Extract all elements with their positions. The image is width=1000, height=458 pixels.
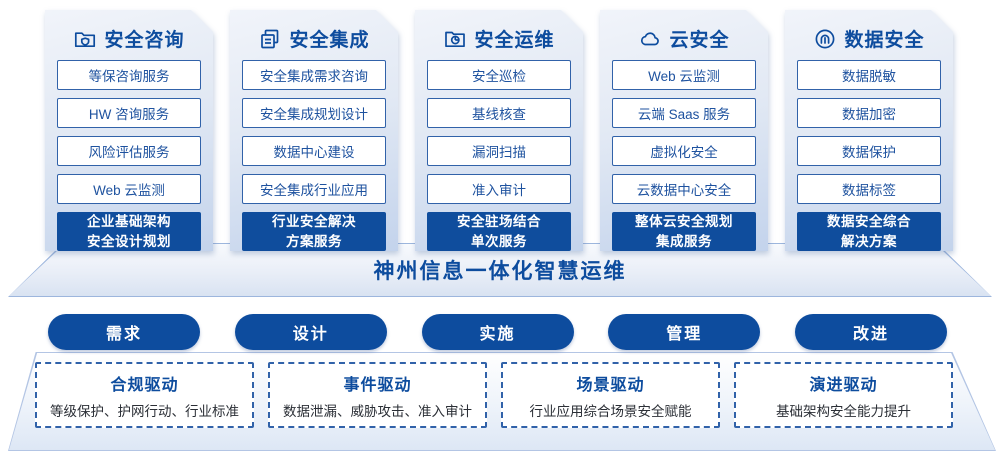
category-items: 安全集成需求咨询 安全集成规划设计 数据中心建设 安全集成行业应用 (230, 60, 398, 204)
driver-desc: 等级保护、护网行动、行业标准 (50, 403, 239, 419)
service-item: 等保咨询服务 (57, 60, 201, 90)
process-step-pill: 实施 (421, 314, 574, 350)
driver-box-scenario: 场景驱动 行业应用综合场景安全赋能 (501, 362, 720, 428)
footer-line: 数据安全综合 (827, 214, 911, 229)
category-title: 安全运维 (474, 30, 555, 51)
service-item: 数据中心建设 (242, 136, 386, 166)
footer-line: 安全设计规划 (87, 233, 171, 249)
category-footer-block: 安全驻场结合 单次服务 (427, 212, 571, 251)
driver-title: 事件驱动 (343, 376, 412, 394)
stacked-docs-icon (258, 27, 282, 51)
category-footer-block: 企业基础架构 安全设计规划 (57, 212, 201, 251)
process-steps: 需求 设计 实施 管理 改进 (48, 314, 947, 350)
category-card-security-consulting: 安全咨询 等保咨询服务 HW 咨询服务 风险评估服务 Web 云监测 企业基础架… (45, 10, 213, 251)
process-step-pill: 改进 (795, 314, 947, 350)
footer-line: 行业安全解决 (272, 214, 356, 229)
service-item: Web 云监测 (612, 60, 756, 90)
driver-desc: 数据泄漏、威胁攻击、准入审计 (283, 403, 472, 419)
service-item: 虚拟化安全 (612, 136, 756, 166)
service-item: HW 咨询服务 (57, 98, 201, 128)
driver-title: 场景驱动 (576, 376, 645, 394)
category-title: 数据安全 (844, 30, 925, 51)
footer-line: 解决方案 (841, 233, 897, 249)
category-columns: 安全咨询 等保咨询服务 HW 咨询服务 风险评估服务 Web 云监测 企业基础架… (45, 10, 953, 251)
category-header: 数据安全 (785, 25, 953, 52)
process-step-pill: 管理 (608, 314, 761, 350)
footer-line: 方案服务 (286, 233, 342, 249)
platform-banner: 神州信息一体化智慧运维 (8, 243, 992, 297)
category-card-data-security: 数据安全 数据脱敏 数据加密 数据保护 数据标签 数据安全综合 解决方案 (785, 10, 953, 251)
driver-box-evolution: 演进驱动 基础架构安全能力提升 (734, 362, 953, 428)
service-item: 云端 Saas 服务 (612, 98, 756, 128)
service-item: 云数据中心安全 (612, 174, 756, 204)
driver-boxes: 合规驱动 等级保护、护网行动、行业标准 事件驱动 数据泄漏、威胁攻击、准入审计 … (35, 362, 953, 428)
process-step-pill: 需求 (48, 314, 200, 350)
category-items: 等保咨询服务 HW 咨询服务 风险评估服务 Web 云监测 (45, 60, 213, 204)
cloud-icon (638, 27, 662, 51)
category-title: 安全咨询 (104, 30, 185, 51)
process-step-pill: 设计 (234, 314, 387, 350)
category-footer-block: 数据安全综合 解决方案 (797, 212, 941, 251)
fingerprint-icon (813, 27, 837, 51)
category-footer-block: 整体云安全规划 集成服务 (612, 212, 756, 251)
service-item: 基线核查 (427, 98, 571, 128)
service-item: 数据标签 (797, 174, 941, 204)
category-header: 安全运维 (415, 25, 583, 52)
folder-shield-icon (73, 27, 97, 51)
footer-line: 集成服务 (656, 233, 712, 249)
category-items: 安全巡检 基线核查 漏洞扫描 准入审计 (415, 60, 583, 204)
folder-pie-icon (443, 27, 467, 51)
service-item: 数据脱敏 (797, 60, 941, 90)
service-item: 安全巡检 (427, 60, 571, 90)
service-item: 数据保护 (797, 136, 941, 166)
driver-box-compliance: 合规驱动 等级保护、护网行动、行业标准 (35, 362, 254, 428)
category-header: 云安全 (600, 25, 768, 52)
category-items: 数据脱敏 数据加密 数据保护 数据标签 (785, 60, 953, 204)
service-item: 数据加密 (797, 98, 941, 128)
category-card-security-integration: 安全集成 安全集成需求咨询 安全集成规划设计 数据中心建设 安全集成行业应用 行… (230, 10, 398, 251)
service-item: 漏洞扫描 (427, 136, 571, 166)
service-item: 风险评估服务 (57, 136, 201, 166)
category-card-cloud-security: 云安全 Web 云监测 云端 Saas 服务 虚拟化安全 云数据中心安全 整体云… (600, 10, 768, 251)
service-item: 安全集成需求咨询 (242, 60, 386, 90)
service-item: 安全集成规划设计 (242, 98, 386, 128)
driver-title: 合规驱动 (110, 376, 179, 394)
service-item: Web 云监测 (57, 174, 201, 204)
driver-title: 演进驱动 (809, 376, 878, 394)
service-item: 安全集成行业应用 (242, 174, 386, 204)
service-item: 准入审计 (427, 174, 571, 204)
category-title: 安全集成 (289, 30, 370, 51)
category-header: 安全咨询 (45, 25, 213, 52)
footer-line: 单次服务 (471, 233, 527, 249)
platform-banner-title: 神州信息一体化智慧运维 (373, 260, 627, 283)
category-header: 安全集成 (230, 25, 398, 52)
footer-line: 整体云安全规划 (635, 214, 733, 229)
category-title: 云安全 (669, 30, 730, 51)
driver-desc: 基础架构安全能力提升 (776, 403, 911, 419)
driver-desc: 行业应用综合场景安全赋能 (529, 403, 692, 419)
footer-line: 安全驻场结合 (457, 214, 541, 229)
category-footer-block: 行业安全解决 方案服务 (242, 212, 386, 251)
category-items: Web 云监测 云端 Saas 服务 虚拟化安全 云数据中心安全 (600, 60, 768, 204)
footer-line: 企业基础架构 (87, 214, 171, 229)
driver-box-event: 事件驱动 数据泄漏、威胁攻击、准入审计 (268, 362, 487, 428)
category-card-security-operations: 安全运维 安全巡检 基线核查 漏洞扫描 准入审计 安全驻场结合 单次服务 (415, 10, 583, 251)
